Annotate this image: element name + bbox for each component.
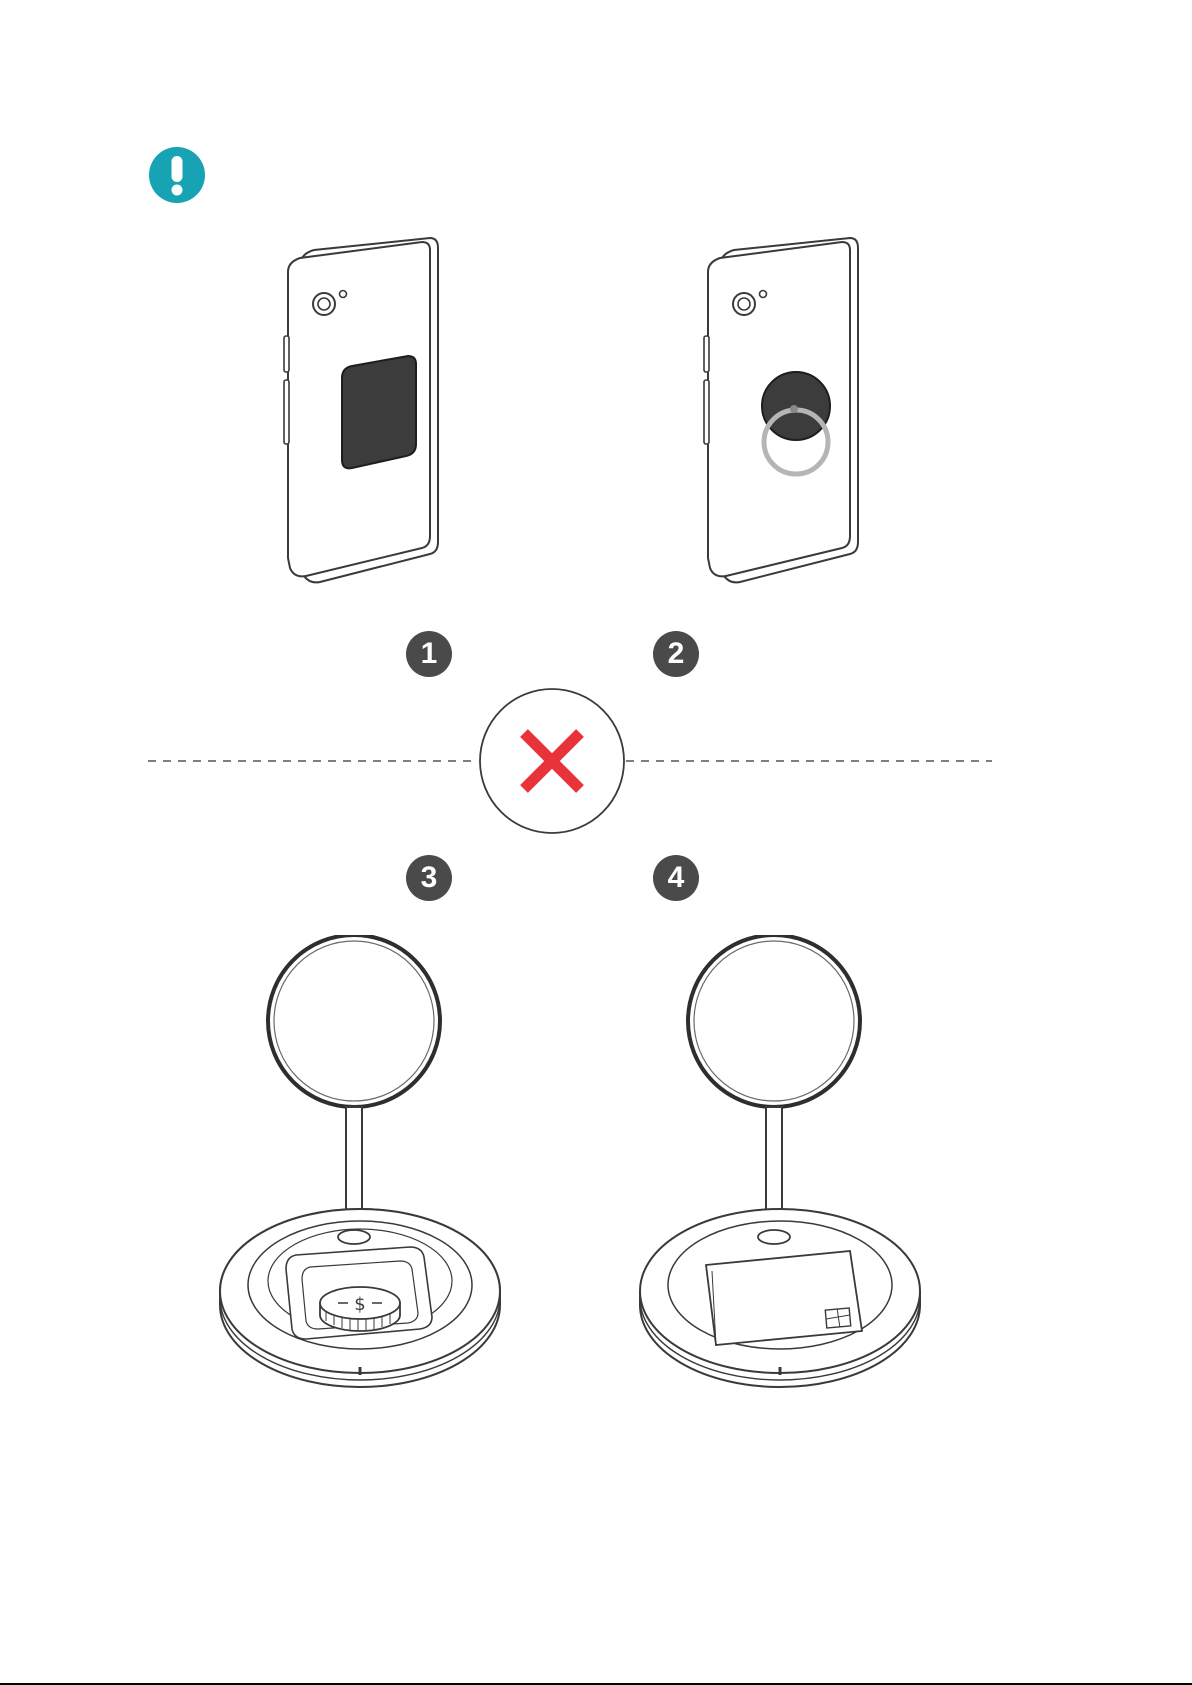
- step-badge-4: 4: [653, 855, 699, 901]
- step-badge-2: 2: [653, 631, 699, 677]
- charger-illustration-3: $: [210, 935, 510, 1405]
- card-icon: [706, 1251, 862, 1345]
- step-badge-3: 3: [406, 855, 452, 901]
- metal-plate-icon: [342, 356, 416, 468]
- phone-illustration-1: [280, 236, 450, 586]
- exclamation-icon: [148, 146, 206, 204]
- phone-illustration-2: [700, 236, 870, 586]
- charger-illustration-4: [630, 935, 930, 1405]
- step-badge-1: 1: [406, 631, 452, 677]
- svg-text:$: $: [354, 1294, 365, 1315]
- divider-with-cross: [148, 686, 992, 836]
- coin-icon: $: [320, 1287, 400, 1331]
